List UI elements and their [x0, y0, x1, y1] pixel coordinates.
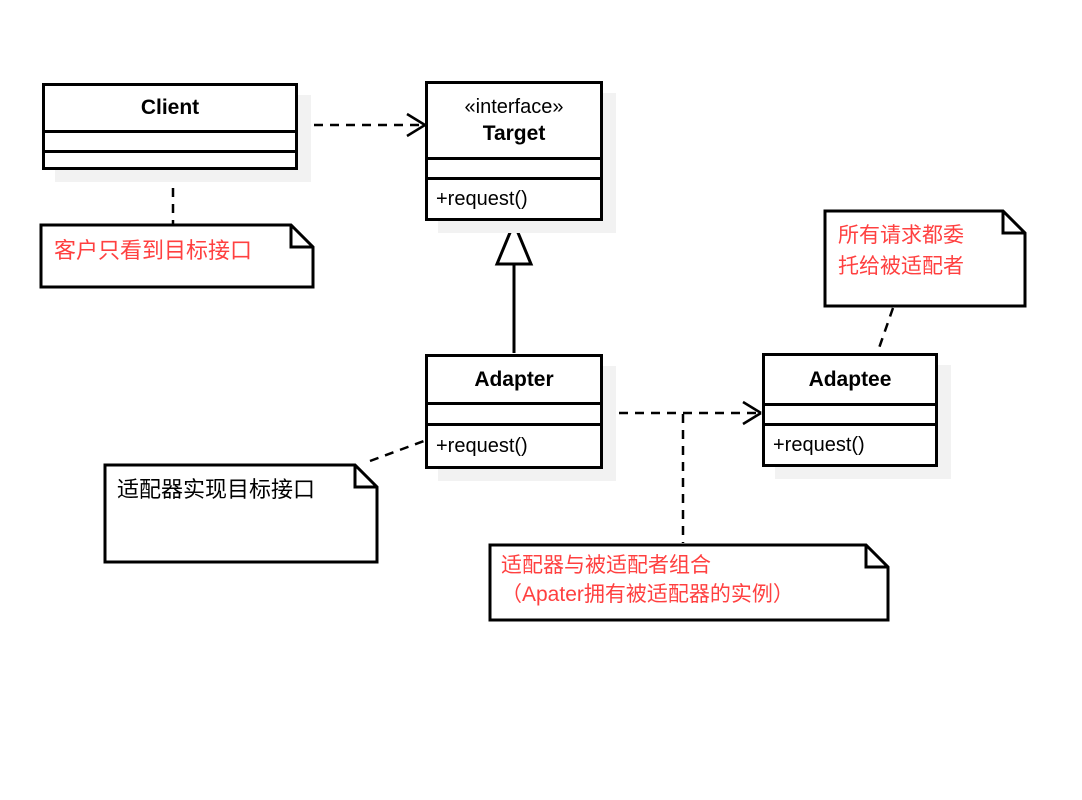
adaptee-attributes-compartment	[765, 403, 935, 423]
class-box-adaptee: Adaptee +request()	[762, 353, 938, 467]
target-attributes-compartment	[428, 157, 600, 177]
note-line: （Apater拥有被适配器的实例）	[501, 583, 794, 606]
target-stereotype: «interface»	[464, 95, 564, 118]
class-name-adapter: Adapter	[474, 367, 554, 391]
note-line: 托给被适配者	[838, 255, 964, 278]
adapter-adaptee-arrowhead-icon	[742, 400, 762, 426]
class-box-target: «interface» Target +request()	[425, 81, 603, 221]
adapter-note-connector	[369, 439, 425, 463]
note-line: 适配器与被适配者组合	[501, 554, 711, 577]
adaptee-note-shape	[823, 209, 1027, 308]
adaptee-method: +request()	[765, 423, 935, 464]
hollow-triangle-icon	[494, 219, 534, 266]
target-method: +request()	[428, 177, 600, 218]
client-operations-compartment	[45, 150, 295, 167]
client-attributes-compartment	[45, 130, 295, 150]
class-name-target: Target	[482, 121, 546, 145]
client-target-arrowhead-icon	[406, 112, 426, 138]
class-box-client: Client	[42, 83, 298, 170]
class-name-adaptee: Adaptee	[808, 367, 892, 391]
adapter-note-shape	[103, 463, 379, 564]
adapter-method: +request()	[428, 423, 600, 466]
adaptee-note-connector	[876, 307, 895, 352]
composition-note-text: 适配器与被适配者组合 （Apater拥有被适配器的实例）	[501, 551, 794, 609]
adapter-target-generalization	[494, 219, 534, 353]
composition-note-shape	[488, 543, 890, 622]
note-line: 客户只看到目标接口	[54, 238, 253, 263]
target-header: «interface» Target	[428, 84, 600, 157]
adapter-attributes-compartment	[428, 402, 600, 423]
note-line: 适配器实现目标接口	[117, 477, 316, 502]
note-line: 所有请求都委	[838, 224, 964, 247]
client-note-text: 客户只看到目标接口	[54, 236, 252, 266]
class-box-adapter: Adapter +request()	[425, 354, 603, 469]
class-name-client: Client	[140, 96, 200, 119]
adapter-note-text: 适配器实现目标接口	[117, 475, 315, 505]
adaptee-note-text: 所有请求都委 托给被适配者	[838, 220, 964, 282]
client-note-shape	[39, 223, 315, 289]
